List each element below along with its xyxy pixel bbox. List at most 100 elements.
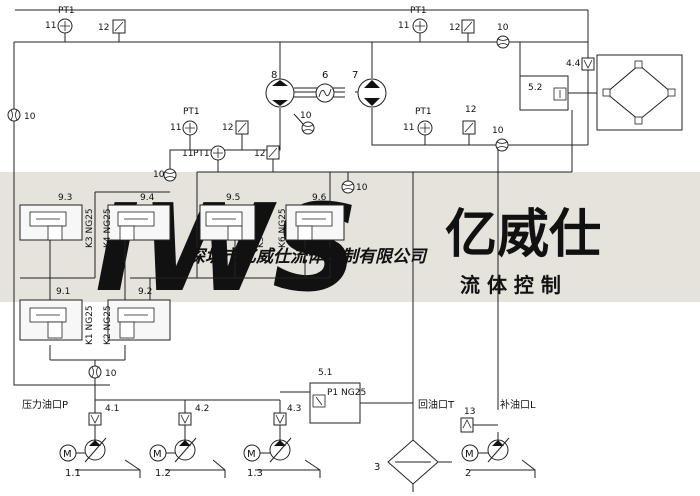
label-12-mid: 12 xyxy=(222,123,233,133)
pump-unit-2: M xyxy=(461,432,510,463)
label-2: 2 xyxy=(465,468,471,479)
valve-block-p1 xyxy=(309,382,413,424)
flow-meter-10-mid xyxy=(163,168,177,182)
label-9-5: 9.5 xyxy=(226,193,240,203)
label-13: 13 xyxy=(464,407,475,417)
pressure-gauge-pt1-mid2 xyxy=(210,145,226,172)
heat-exchanger-3 xyxy=(387,439,452,492)
motor-m-1-1: M xyxy=(63,449,72,460)
filter-4-2 xyxy=(178,412,192,426)
label-4-2: 4.2 xyxy=(195,404,209,414)
label-9-1: 9.1 xyxy=(56,287,70,297)
flow-meter-10-midright2 xyxy=(341,172,355,194)
motor-m-2: M xyxy=(465,449,474,460)
label-10-midright2: 10 xyxy=(356,183,368,193)
label-k4: K4 NG25 xyxy=(103,208,113,248)
label-3: 3 xyxy=(374,462,380,473)
bridge-rectifier-block xyxy=(568,54,683,131)
label-12-mid2: 12 xyxy=(254,149,265,159)
label-12-midright: 12 xyxy=(465,105,476,115)
torque-shaft-6 xyxy=(294,83,345,103)
pressure-gauge-pt1-midright xyxy=(417,120,433,145)
label-10-mid: 10 xyxy=(153,170,165,180)
filter-4-4 xyxy=(581,57,595,71)
label-5-1: 5.1 xyxy=(318,368,332,378)
label-10-left: 10 xyxy=(24,112,36,122)
check-valve-13 xyxy=(460,417,498,433)
label-10-bottom: 10 xyxy=(105,369,117,379)
makeup-port-label: 补油口L xyxy=(500,398,536,411)
label-7: 7 xyxy=(352,70,358,81)
flow-meter-10-bottom xyxy=(88,365,102,379)
label-10-topright: 10 xyxy=(497,23,509,33)
pressure-gauge-pt1-topright xyxy=(412,18,428,42)
valve-block-5-2 xyxy=(519,75,569,111)
label-p1: P1 NG25 xyxy=(327,388,366,398)
flow-meter-10-midright xyxy=(495,138,509,152)
label-9-6: 9.6 xyxy=(312,193,327,203)
label-4-1: 4.1 xyxy=(105,404,119,414)
label-9-2: 9.2 xyxy=(138,287,152,297)
label-pt1: PT1 xyxy=(58,6,75,16)
flow-meter-10-center xyxy=(293,113,315,135)
label-4-3: 4.3 xyxy=(287,404,301,414)
pressure-switch-12-mid2 xyxy=(266,145,280,172)
flow-meter-10-topright xyxy=(496,35,510,49)
filter-4-3 xyxy=(273,412,287,426)
pressure-gauge-pt1-mid xyxy=(182,120,198,150)
valve-k4 xyxy=(107,204,171,241)
label-9-4: 9.4 xyxy=(140,193,155,203)
pressure-switch-12-topleft xyxy=(112,19,126,42)
valve-k2 xyxy=(107,299,171,341)
label-4-4: 4.4 xyxy=(566,59,581,69)
flow-meter-10-left xyxy=(7,108,21,122)
label-11-topright: 11 xyxy=(398,21,409,31)
label-12-topright: 12 xyxy=(449,23,460,33)
label-8: 8 xyxy=(271,70,277,81)
pipe-network xyxy=(13,9,589,478)
label-11-midright: 11 xyxy=(403,123,414,133)
pump-unit-1-2: M xyxy=(149,432,197,463)
label-12: 12 xyxy=(98,23,109,33)
pressure-switch-12-mid xyxy=(235,120,249,150)
hydraulic-motor-8 xyxy=(265,78,295,108)
pressure-switch-12-midright xyxy=(462,120,476,145)
label-10-center: 10 xyxy=(300,111,312,121)
label-pt1-mid: PT1 xyxy=(183,107,200,117)
watermark-logo: IWS xyxy=(95,180,358,319)
label-pt1-mid2: PT1 xyxy=(193,149,210,159)
label-1-2: 1.2 xyxy=(155,468,171,479)
label-k6: K6 NG25 xyxy=(278,208,288,248)
pressure-gauge-pt1-topleft xyxy=(57,18,73,42)
return-port-label: 回油口T xyxy=(418,398,455,411)
pressure-port-label: 压力油口P xyxy=(22,398,68,411)
watermark-company: 深圳市亿威仕流体控制有限公司 xyxy=(188,247,428,267)
motor-m-1-3: M xyxy=(247,449,256,460)
label-1-3: 1.3 xyxy=(247,468,263,479)
label-k1: K1 NG25 xyxy=(85,305,95,345)
hydraulic-pump-7 xyxy=(357,78,387,108)
valve-k3 xyxy=(19,204,83,241)
label-k5: K5 NG25 xyxy=(256,208,266,248)
label-pt1-midright: PT1 xyxy=(415,107,432,117)
motor-m-1-2: M xyxy=(153,449,162,460)
label-10-midright: 10 xyxy=(492,126,504,136)
label-9-3: 9.3 xyxy=(58,193,72,203)
label-11-pt1-mid2: 11 xyxy=(182,149,193,159)
label-5-2: 5.2 xyxy=(528,83,542,93)
valve-k5 xyxy=(199,204,256,241)
filter-4-1 xyxy=(88,412,102,426)
watermark-brand-sub: 流 体 控 制 xyxy=(460,273,561,297)
watermark-brand: 亿威仕 xyxy=(445,205,601,265)
pump-unit-1-3: M xyxy=(243,432,292,463)
label-pt1-topright: PT1 xyxy=(410,6,427,16)
label-1-1: 1.1 xyxy=(65,468,81,479)
label-k3: K3 NG25 xyxy=(85,208,95,248)
valve-k1 xyxy=(19,299,83,341)
label-k2: K2 NG25 xyxy=(103,305,113,345)
pump-unit-1-1: M xyxy=(59,432,107,463)
valve-k6 xyxy=(285,204,345,241)
label-11: 11 xyxy=(45,21,56,31)
